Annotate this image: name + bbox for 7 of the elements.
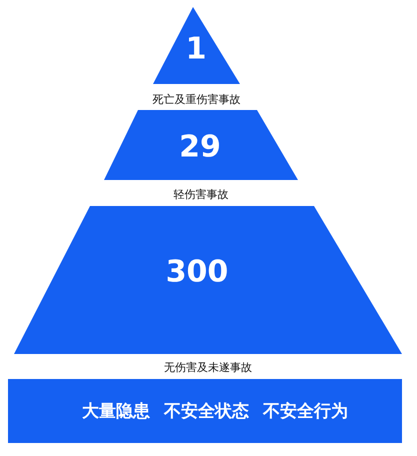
level-caption: 无伤害及未遂事故 xyxy=(164,360,252,375)
level-caption: 死亡及重伤害事故 xyxy=(152,92,240,107)
count-number: 300 xyxy=(166,254,228,290)
count-number: 1 xyxy=(186,32,206,66)
count-number: 29 xyxy=(179,130,221,164)
hazard-text: 大量隐患 不安全状态 不安全行为 xyxy=(82,400,348,422)
level-caption: 轻伤害事故 xyxy=(174,187,228,202)
